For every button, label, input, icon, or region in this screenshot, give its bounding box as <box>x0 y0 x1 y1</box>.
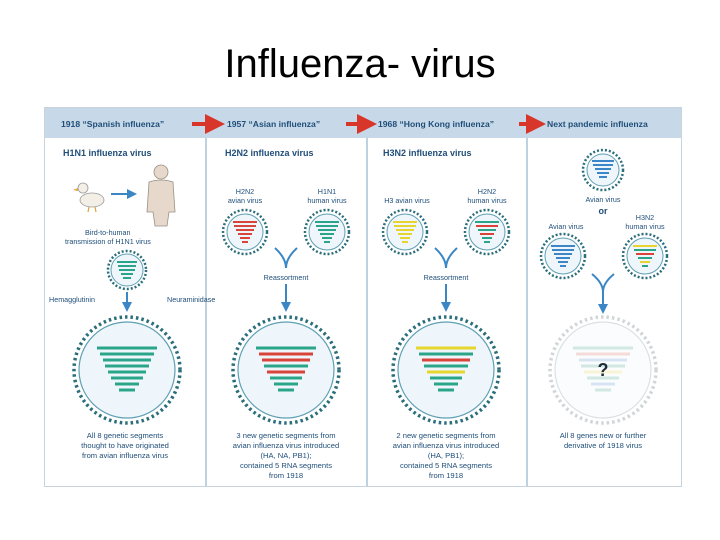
subtype-h1n1: H1N1 influenza virus <box>63 148 152 158</box>
caption-1957-line-1: 3 new genetic segments from <box>236 431 335 440</box>
pandemic-influenza-figure: 1918 “Spanish influenza” 1957 “Asian inf… <box>44 107 682 487</box>
virus-h1n1-human <box>303 208 351 256</box>
subtype-h3n2: H3N2 influenza virus <box>383 148 472 158</box>
caption-1957-line-4: contained 5 RNA segments <box>240 461 332 470</box>
bird-to-human-label-2: transmission of H1N1 virus <box>65 237 151 246</box>
caption-1968-line-2: avian influenza virus introduced <box>393 441 499 450</box>
virus-1918-large <box>72 315 182 425</box>
virus-next-pandemic-faded <box>548 315 658 425</box>
caption-1968-line-5: from 1918 <box>429 471 463 480</box>
c2-human-virus-label: human virus <box>307 196 347 205</box>
c4-or-label: or <box>599 206 608 216</box>
header-1918: 1918 “Spanish influenza” <box>61 119 164 129</box>
c4-h3n2-label: H3N2 <box>636 213 654 222</box>
unknown-question-mark: ? <box>598 360 609 380</box>
virus-avian-left <box>539 232 587 280</box>
c4-merge-arrows <box>591 273 615 293</box>
caption-1957-line-5: from 1918 <box>269 471 303 480</box>
c4-avian-virus-top-label: Avian virus <box>585 195 620 204</box>
caption-1957-line-3: (HA, NA, PB1); <box>260 451 311 460</box>
caption-1918-line-1: All 8 genetic segments <box>87 431 164 440</box>
c4-avian-virus-left-label: Avian virus <box>548 222 583 231</box>
virus-h2n2-human <box>463 208 511 256</box>
caption-1968-line-3: (HA, PB1); <box>428 451 464 460</box>
c2-merge-arrows <box>274 247 298 269</box>
c2-h2n2-label: H2N2 <box>236 187 254 196</box>
virus-1968-large <box>391 315 501 425</box>
caption-1968-line-1: 2 new genetic segments from <box>396 431 495 440</box>
c3-reassortment-label: Reassortment <box>424 273 469 282</box>
virus-1957-large <box>231 315 341 425</box>
caption-next-line-2: derivative of 1918 virus <box>564 441 642 450</box>
virus-avian-top <box>581 148 625 192</box>
caption-1918-line-2: thought to have originated <box>81 441 169 450</box>
header-1968: 1968 “Hong Kong influenza” <box>378 119 494 129</box>
header-next-pandemic: Next pandemic influenza <box>547 119 648 129</box>
header-1957: 1957 “Asian influenza” <box>227 119 320 129</box>
c2-h1n1-label: H1N1 <box>318 187 336 196</box>
virus-h2n2-avian <box>221 208 269 256</box>
virus-h3-avian <box>381 208 429 256</box>
c3-h3-avian-label: H3 avian virus <box>384 196 430 205</box>
virus-h3n2-human <box>621 232 669 280</box>
slide-title: Influenza- virus <box>224 42 496 86</box>
caption-1918-line-3: from avian influenza virus <box>82 451 168 460</box>
caption-1957-line-2: avian influenza virus introduced <box>233 441 339 450</box>
c3-h2n2-label: H2N2 <box>478 187 496 196</box>
c3-human-virus-label: human virus <box>467 196 507 205</box>
caption-1968-line-4: contained 5 RNA segments <box>400 461 492 470</box>
bird-to-human-label-1: Bird-to-human <box>85 228 131 237</box>
human-figure-icon <box>146 164 176 227</box>
caption-next-line-1: All 8 genes new or further <box>560 431 647 440</box>
subtype-h2n2: H2N2 influenza virus <box>225 148 314 158</box>
hemagglutinin-label: Hemagglutinin <box>49 295 95 304</box>
c4-human-virus-label: human virus <box>625 222 665 231</box>
duck-icon <box>73 182 105 213</box>
c2-avian-virus-label: avian virus <box>228 196 263 205</box>
c2-reassortment-label: Reassortment <box>264 273 309 282</box>
virus-h1n1-small <box>106 249 148 291</box>
c3-merge-arrows <box>434 247 458 269</box>
neuraminidase-label: Neuraminidase <box>167 295 215 304</box>
